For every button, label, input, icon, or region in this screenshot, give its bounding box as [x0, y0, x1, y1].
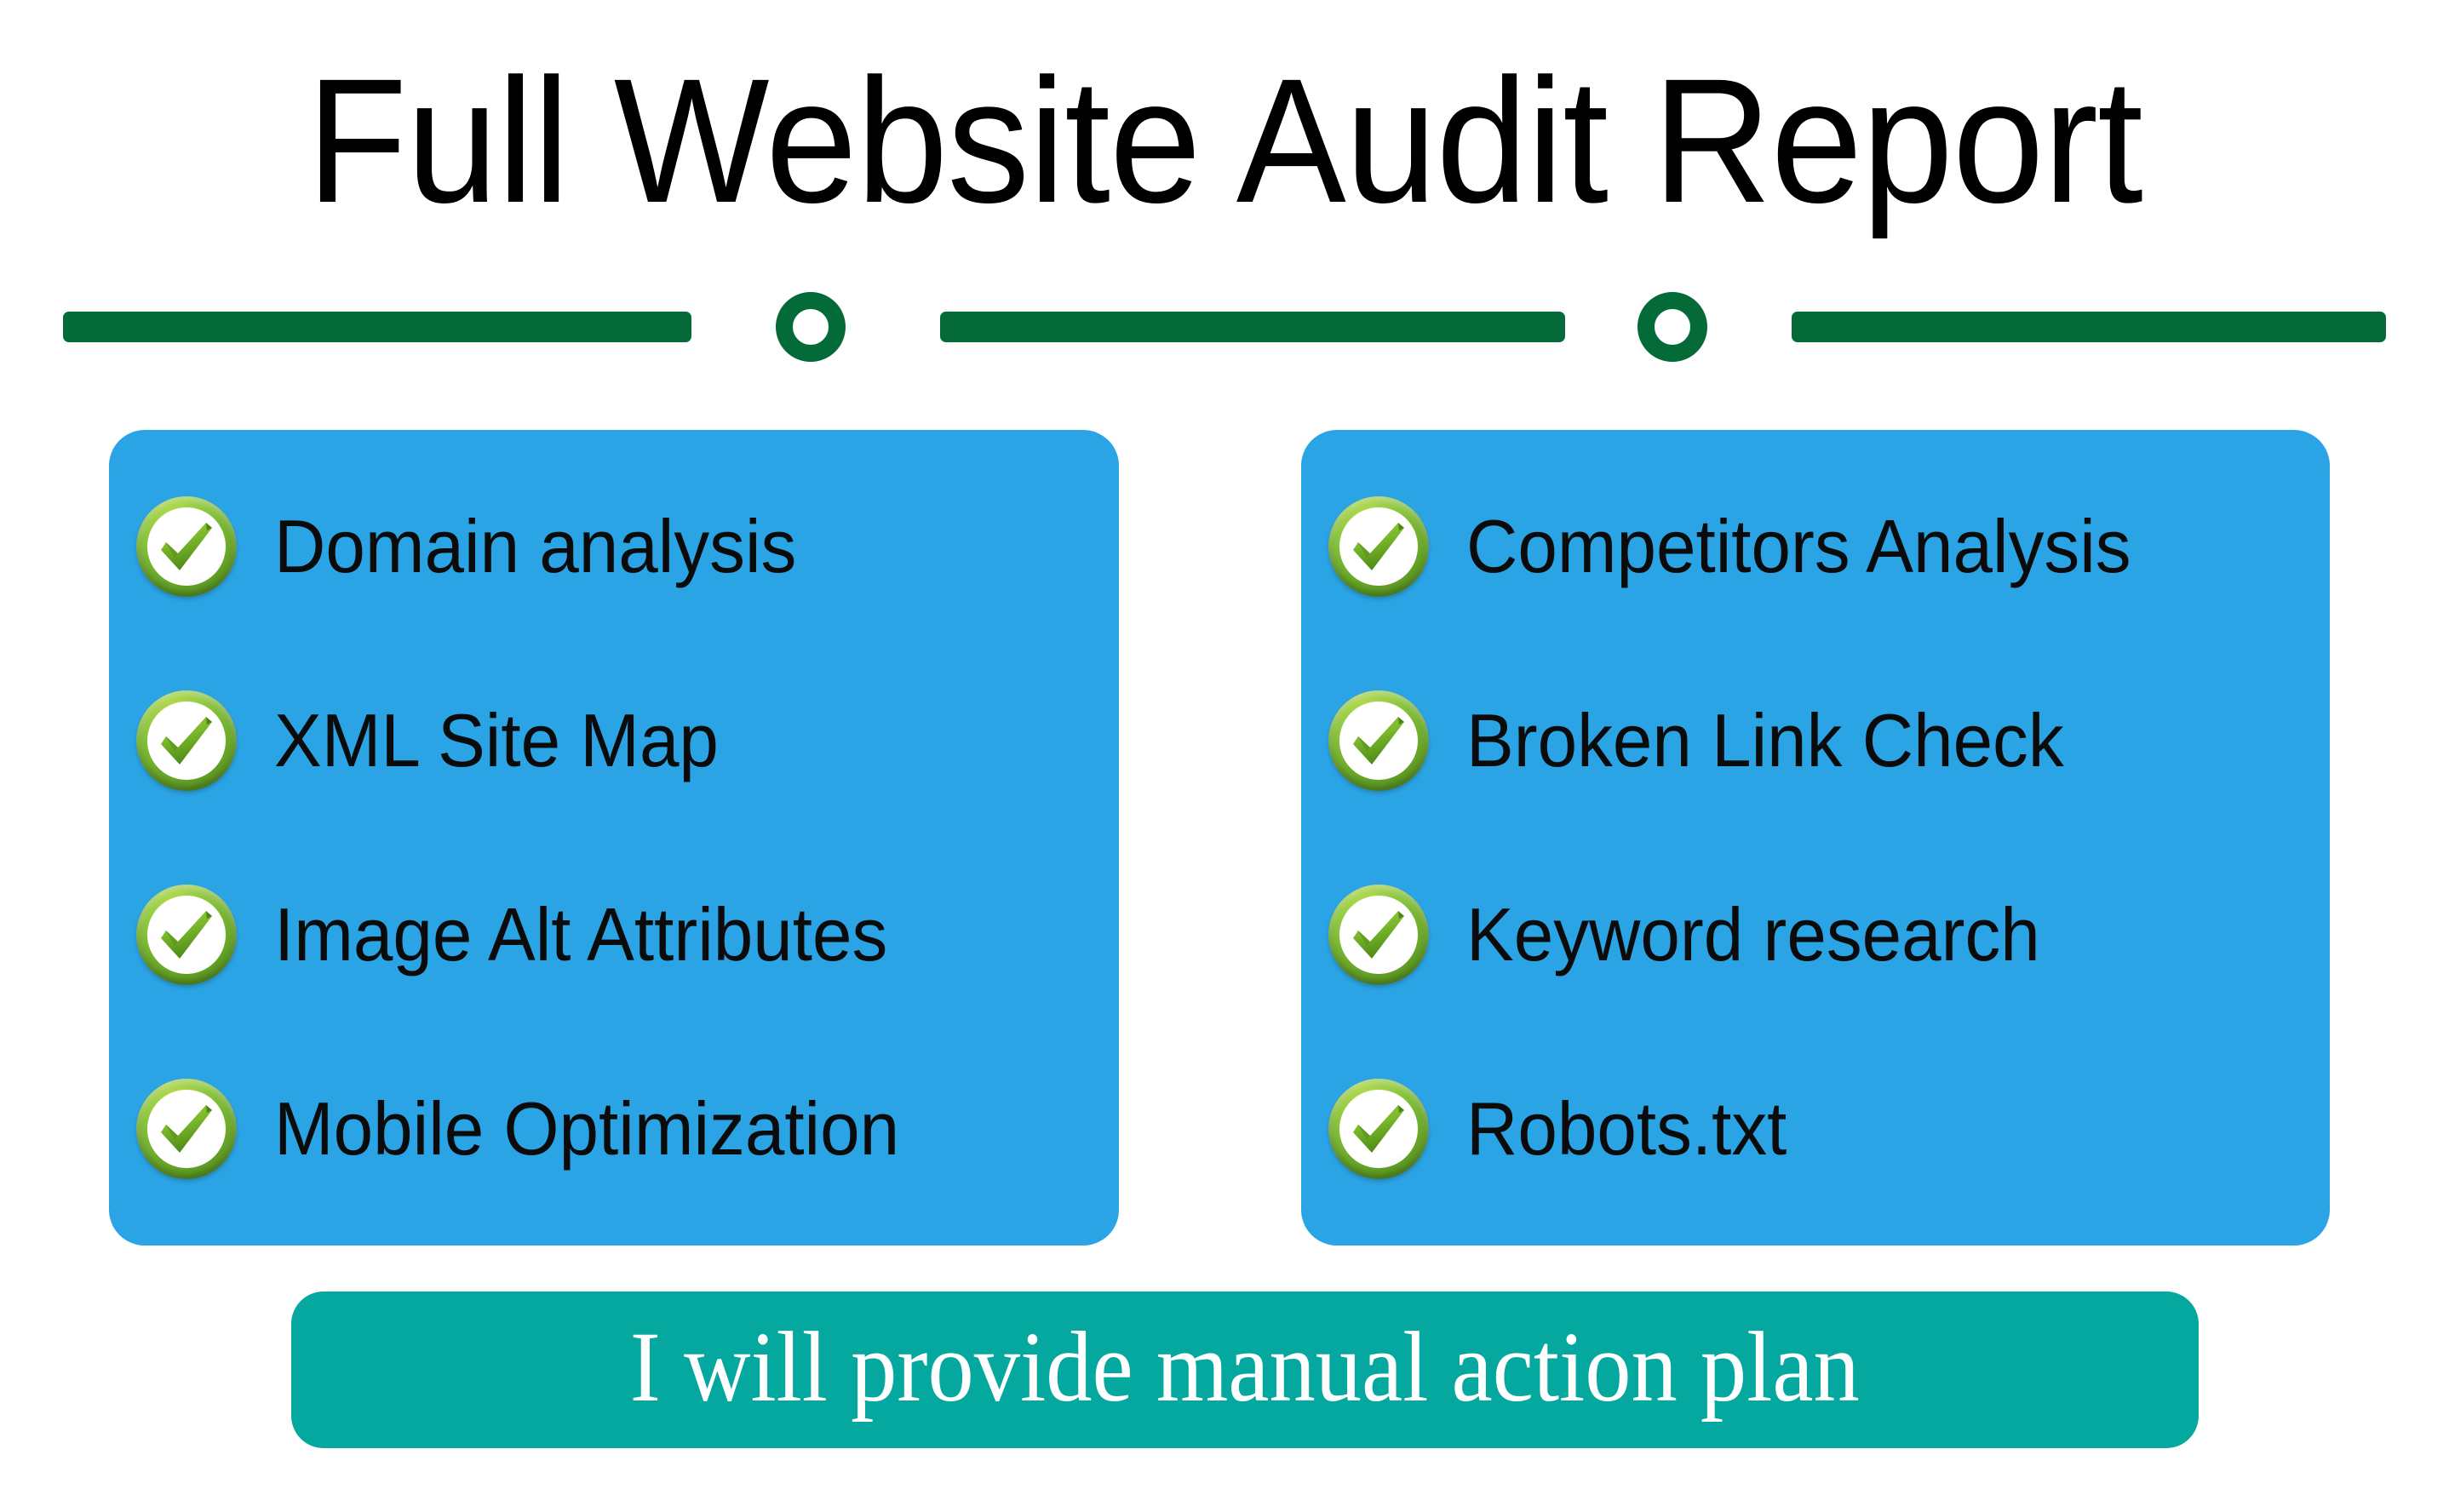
- check-circle-icon: [1328, 495, 1429, 597]
- divider-bar-center: [940, 312, 1565, 342]
- list-item-label: Domain analysis: [274, 503, 797, 588]
- divider-ring-left: [776, 292, 846, 362]
- divider-ring-right: [1637, 292, 1707, 362]
- list-item-label: Robots.txt: [1466, 1086, 1787, 1171]
- check-circle-icon: [1328, 690, 1429, 791]
- section-divider: [0, 292, 2449, 390]
- list-item[interactable]: Competitors Analysis: [1301, 459, 2330, 633]
- list-item[interactable]: Domain analysis: [109, 459, 1119, 633]
- list-item[interactable]: Robots.txt: [1301, 1042, 2330, 1217]
- check-circle-icon: [1328, 885, 1429, 986]
- check-circle-icon: [136, 690, 237, 791]
- check-circle-icon: [136, 1079, 237, 1180]
- list-item-label: Competitors Analysis: [1466, 503, 2131, 588]
- manual-action-plan-banner[interactable]: I will provide manual action plan: [291, 1292, 2199, 1448]
- list-item-label: Image Alt Attributes: [274, 892, 888, 977]
- divider-bar-right: [1792, 312, 2386, 342]
- list-item-label: Keyword research: [1466, 892, 2040, 977]
- list-item[interactable]: Keyword research: [1301, 848, 2330, 1022]
- check-circle-icon: [1328, 1079, 1429, 1180]
- right-checklist-card: Competitors Analysis: [1301, 430, 2330, 1246]
- check-circle-icon: [136, 885, 237, 986]
- check-circle-icon: [136, 495, 237, 597]
- list-item-label: Broken Link Check: [1466, 697, 2064, 782]
- list-item[interactable]: Image Alt Attributes: [109, 848, 1119, 1022]
- list-item[interactable]: XML Site Map: [109, 653, 1119, 828]
- left-checklist-card: Domain analysis: [109, 430, 1119, 1246]
- list-item[interactable]: Mobile Optimization: [109, 1042, 1119, 1217]
- page-title: Full Website Audit Report: [307, 43, 2143, 240]
- banner-text: I will provide manual action plan: [629, 1311, 1861, 1423]
- divider-bar-left: [63, 312, 691, 342]
- list-item-label: Mobile Optimization: [274, 1086, 900, 1171]
- list-item-label: XML Site Map: [274, 697, 719, 782]
- list-item[interactable]: Broken Link Check: [1301, 653, 2330, 828]
